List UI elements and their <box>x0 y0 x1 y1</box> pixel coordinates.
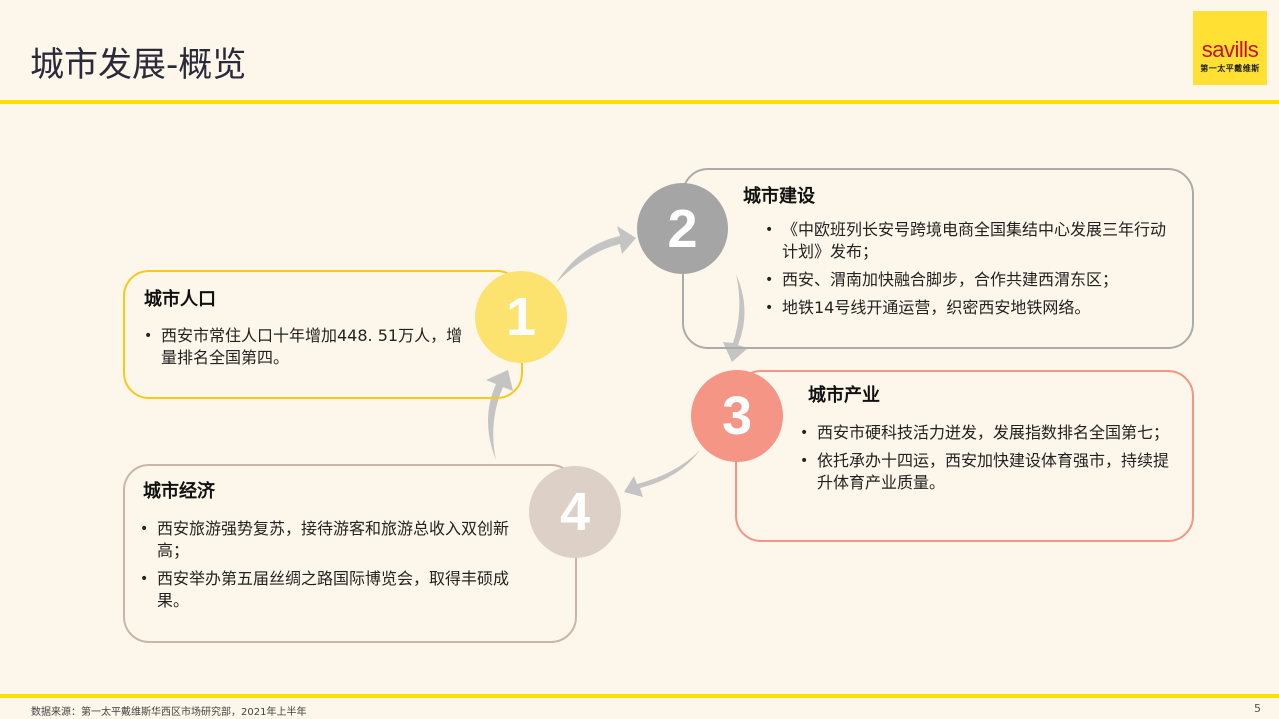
bullet-icon: • <box>765 222 774 238</box>
arrow-4-to-1-icon <box>486 370 513 460</box>
bullet-item: •西安市硬科技活力迸发，发展指数排名全国第七； <box>800 423 1170 442</box>
card-bullets: •西安旅游强势复苏，接待游客和旅游总收入双创新高； •西安举办第五届丝绸之路国际… <box>140 518 540 618</box>
bullet-icon: • <box>140 571 149 587</box>
bullet-icon: • <box>765 272 774 288</box>
bullet-icon: • <box>800 453 809 469</box>
bullet-icon: • <box>765 300 774 316</box>
bullet-item: •西安市常住人口十年增加448. 51万人，增量排名全国第四。 <box>144 326 463 367</box>
footer-divider <box>0 694 1279 698</box>
card-title: 城市建设 <box>743 186 815 207</box>
page-number: 5 <box>1254 702 1261 715</box>
bullet-item: •西安、渭南加快融合脚步，合作共建西渭东区； <box>765 270 1119 289</box>
step-badge-2: 2 <box>637 183 728 274</box>
savills-logo: savills 第一太平戴维斯 <box>1193 11 1267 85</box>
card-title: 城市人口 <box>144 289 216 310</box>
card-title: 城市产业 <box>808 385 880 406</box>
bullet-item: •《中欧班列长安号跨境电商全国集结中心发展三年行动计划》发布； <box>765 220 1167 261</box>
bullet-icon: • <box>144 328 153 344</box>
bullet-item: •西安旅游强势复苏，接待游客和旅游总收入双创新高； <box>140 519 510 560</box>
step-badge-3: 3 <box>691 370 783 462</box>
bullet-item: •依托承办十四运，西安加快建设体育强市，持续提升体育产业质量。 <box>800 451 1170 492</box>
arrow-3-to-4-icon <box>624 450 700 497</box>
page-title: 城市发展-概览 <box>30 45 247 85</box>
card-bullets: •西安市硬科技活力迸发，发展指数排名全国第七； •依托承办十四运，西安加快建设体… <box>800 422 1170 500</box>
data-source-note: 数据来源：第一太平戴维斯华西区市场研究部，2021年上半年 <box>31 707 307 718</box>
card-bullets: •《中欧班列长安号跨境电商全国集结中心发展三年行动计划》发布； •西安、渭南加快… <box>765 219 1175 325</box>
bullet-item: •地铁14号线开通运营，织密西安地铁网络。 <box>765 298 1091 317</box>
bullet-icon: • <box>140 521 149 537</box>
bullet-icon: • <box>800 425 809 441</box>
logo-wordmark: savills <box>1201 36 1259 62</box>
bullet-item: •西安举办第五届丝绸之路国际博览会，取得丰硕成果。 <box>140 569 510 610</box>
step-badge-4: 4 <box>529 466 621 558</box>
arrow-2-to-3-icon <box>723 274 748 362</box>
header-divider <box>0 100 1279 104</box>
arrow-1-to-2-icon <box>556 226 636 283</box>
card-bullets: •西安市常住人口十年增加448. 51万人，增量排名全国第四。 <box>144 325 474 375</box>
logo-subtitle: 第一太平戴维斯 <box>1200 63 1260 73</box>
card-title: 城市经济 <box>143 481 215 502</box>
step-badge-1: 1 <box>475 271 567 363</box>
